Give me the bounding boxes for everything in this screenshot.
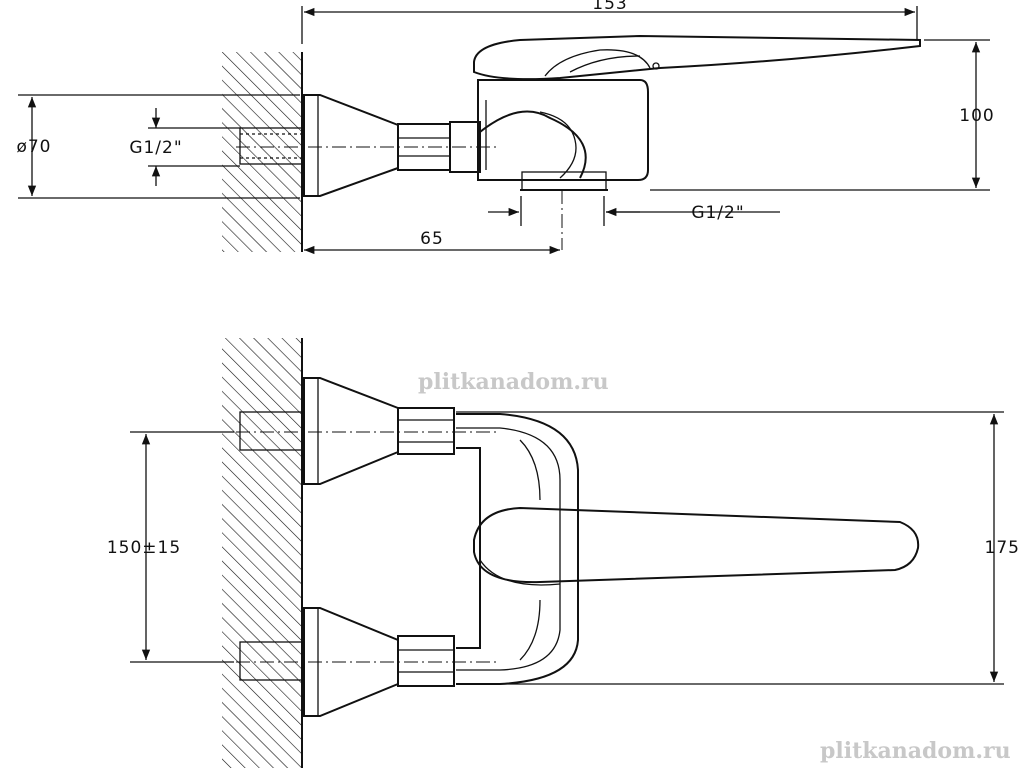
lever-top bbox=[473, 34, 921, 81]
mixer-body-front bbox=[456, 413, 579, 685]
dim-diameter-70: ø70 bbox=[16, 137, 51, 157]
wall-pipe-top bbox=[239, 127, 303, 165]
wall-pipe-upper bbox=[239, 411, 303, 451]
nut-lower bbox=[397, 635, 455, 687]
wall-hatch-top bbox=[222, 52, 302, 252]
wall-hatch-front bbox=[222, 338, 302, 768]
top-view: 153 100 ø70 G1/2" G1/2" 65 bbox=[16, 0, 994, 255]
dim-65: 65 bbox=[420, 229, 444, 249]
dim-153: 153 bbox=[592, 0, 627, 14]
dim-thread-outlet: G1/2" bbox=[691, 203, 744, 223]
mixer-body-top bbox=[477, 79, 649, 181]
watermark-mid: plitkanadom.ru bbox=[418, 369, 609, 395]
front-view: 150±15 175 bbox=[107, 338, 1020, 768]
nut-upper bbox=[397, 407, 455, 455]
dim-thread-inlet: G1/2" bbox=[129, 138, 182, 158]
watermark-bottom-right: plitkanadom.ru bbox=[820, 738, 1011, 764]
dim-150-15: 150±15 bbox=[107, 538, 181, 558]
wall-pipe-lower bbox=[239, 641, 303, 681]
dim-175: 175 bbox=[985, 538, 1020, 558]
diverter-curve-top bbox=[479, 110, 587, 179]
dim-100: 100 bbox=[959, 106, 994, 126]
lever-front bbox=[473, 506, 920, 584]
